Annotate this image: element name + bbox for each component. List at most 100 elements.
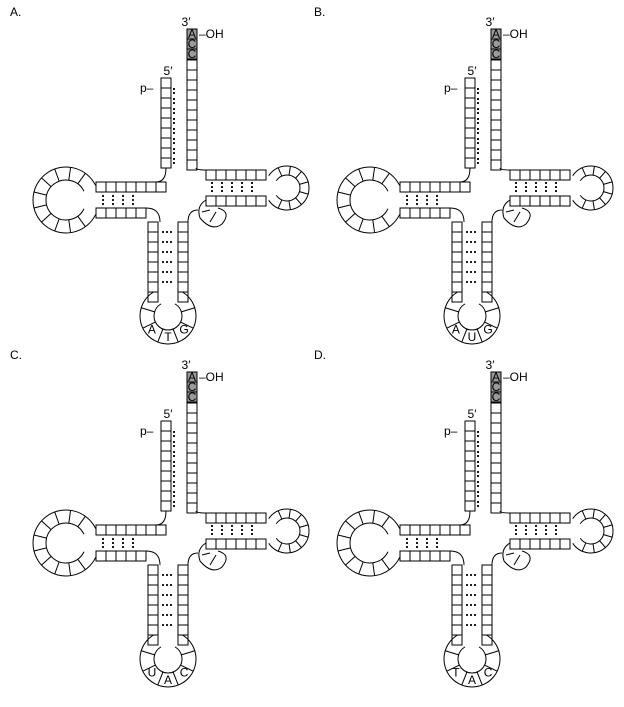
acceptor-stem-3prime-segment [490,79,502,91]
d-loop-inner [45,522,85,564]
d-stem-upper-segment [105,181,117,193]
acceptor-stem-5prime-segment [464,440,476,452]
tpsic-loop-tick [288,543,291,553]
acceptor-stem-3prime-segment [186,462,198,474]
d-loop-tick [68,562,72,576]
acceptor-stem-3prime-segment [186,452,198,464]
anticodon-stem-right-segment [177,614,189,626]
junction-curve [459,510,471,526]
anticodon-loop-tick [181,307,195,313]
anticodon-stem-left-segment [451,564,463,576]
anticodon-stem-right-segment [481,634,493,646]
anticodon-loop-tick [484,664,498,672]
junction-curve [499,167,511,171]
acceptor-stem-3prime-segment [186,482,198,494]
tpsic-loop-tick [581,167,587,177]
anticodon-loop-tick [476,671,483,686]
acceptor-stem-5prime-segment [160,107,172,119]
tpsic-loop-outer [268,508,310,554]
d-stem-upper-segment [449,524,461,536]
anticodon-loop-inner [153,646,183,674]
tpsic-loop-tick [299,181,309,185]
d-loop-tick [337,191,351,196]
acceptor-stem-3prime-segment [490,119,502,131]
acceptor-stem-3prime-segment [490,89,502,101]
acceptor-stem-5prime-segment [160,127,172,139]
d-stem-lower-segment [125,207,137,219]
anticodon-stem-left-segment [147,564,159,576]
d-loop-tick [77,173,86,185]
acceptor-stem-5prime-segment [464,480,476,492]
anticodon-stem-right-segment [481,594,493,606]
tpsic-loop-tick [599,540,606,548]
anticodon-base: A [164,673,172,687]
phosphate-label: p– [444,424,458,438]
d-stem-lower-segment [125,550,137,562]
anticodon-loop-tick [485,307,499,313]
tpsic-loop-tick [288,200,291,210]
acceptor-stem-3prime-segment [490,139,502,151]
anticodon-loop-tick [157,671,164,686]
anticodon-stem-right-segment [177,574,189,586]
variable-loop-tick [513,211,521,223]
tpsic-stem-upper-segment [255,169,267,181]
d-stem-lower-segment [135,207,147,219]
acceptor-end-base: C [492,380,501,394]
acceptor-stem-5prime-segment [160,450,172,462]
tpsic-stem-lower-segment [225,538,237,550]
acceptor-end-box [186,391,198,403]
acceptor-end-base: C [188,37,197,51]
acceptor-stem-5prime-segment [160,137,172,149]
tpsic-stem-upper-segment [539,512,551,524]
acceptor-stem-5prime-segment [160,460,172,472]
three-prime-label: 3′ [182,358,192,372]
d-loop-tick [372,167,376,181]
d-stem-upper-segment [135,181,147,193]
d-stem-upper-segment [399,181,411,193]
tpsic-loop-tick [299,524,309,528]
three-prime-label: 3′ [486,15,496,29]
anticodon-loop-tick [446,321,460,329]
variable-loop-tick [201,552,211,556]
d-stem-lower-segment [439,207,451,219]
anticodon-stem-left-segment [451,624,463,636]
anticodon-loop-tick [461,671,468,686]
d-stem-upper-segment [115,524,127,536]
tpsic-stem-lower-segment [519,538,531,550]
anticodon-loop-tick [142,321,156,329]
anticodon-stem-left-segment [451,241,463,253]
tpsic-loop-tick [603,181,613,185]
anticodon-base: A [148,322,156,336]
acceptor-stem-5prime-segment [464,147,476,159]
acceptor-stem-3prime-segment [490,412,502,424]
acceptor-stem-3prime-segment [490,129,502,141]
acceptor-stem-5prime-segment [160,480,172,492]
junction-curve [155,167,167,183]
tpsic-loop-tick [599,197,606,205]
d-stem-upper-segment [429,181,441,193]
anticodon-stem-right-segment [481,564,493,576]
tpsic-stem-upper-segment [205,512,217,524]
d-stem-upper-segment [439,181,451,193]
d-loop-inner [349,179,389,221]
tpsic-stem-upper-segment [215,169,227,181]
d-stem-lower-segment [105,207,117,219]
anticodon-stem-left-segment [147,594,159,606]
tpsic-loop-tick [581,199,587,209]
hydroxyl-label: –OH [503,27,528,41]
phosphate-label: p– [140,81,154,95]
acceptor-stem-3prime-segment [490,472,502,484]
anticodon-stem-right-segment [177,251,189,263]
anticodon-stem-right-segment [177,221,189,233]
anticodon-stem-left-segment [451,261,463,273]
acceptor-end-base: C [492,37,501,51]
tpsic-stem-lower-segment [529,195,541,207]
acceptor-stem-3prime-segment [186,129,198,141]
acceptor-stem-3prime-segment [186,119,198,131]
tpsic-loop-tick [299,191,309,195]
tpsic-stem-upper-segment [529,169,541,181]
variable-loop [198,542,227,571]
tpsic-stem-lower-segment [509,538,521,550]
d-loop-tick [41,520,52,530]
d-loop-tick [77,215,86,227]
